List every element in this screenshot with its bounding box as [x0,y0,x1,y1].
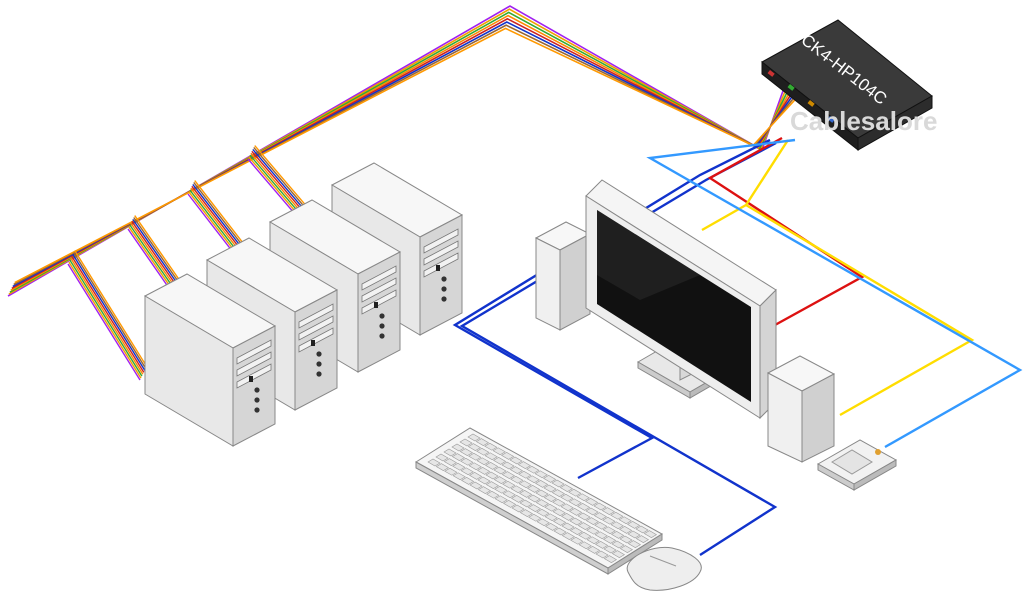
bundle-cable-drop [72,254,146,371]
bundle-cable-drop [69,259,143,377]
peripheral-cables [452,136,1023,557]
computer-towers [143,162,464,447]
watermark-logo: Cablesalore [790,106,937,136]
bundle-cable-drop [71,255,145,373]
bundle-cable-drop [73,252,147,369]
speaker-left-icon [534,221,592,331]
bundle-cable-drop [74,250,148,367]
speaker-audio-cable-yellow [745,203,975,417]
keyboard-icon [415,427,663,575]
switch-ports [767,70,835,123]
keyboard-usb-cable [452,138,771,480]
computer-1-icon [143,273,277,447]
bundle-cable-drop [70,257,144,375]
monitor-icon [585,179,777,420]
bundle-cable-drop [67,263,141,381]
keyboard-keys [427,433,657,563]
kvm-switch-icon: CK4-HP104C [761,19,933,152]
mouse-icon [626,546,702,591]
speaker-right-icon [766,355,836,463]
mic-audio-cable-blue [646,138,1023,449]
microphone-icon [816,439,898,491]
bundle-cable-drop [68,261,142,379]
